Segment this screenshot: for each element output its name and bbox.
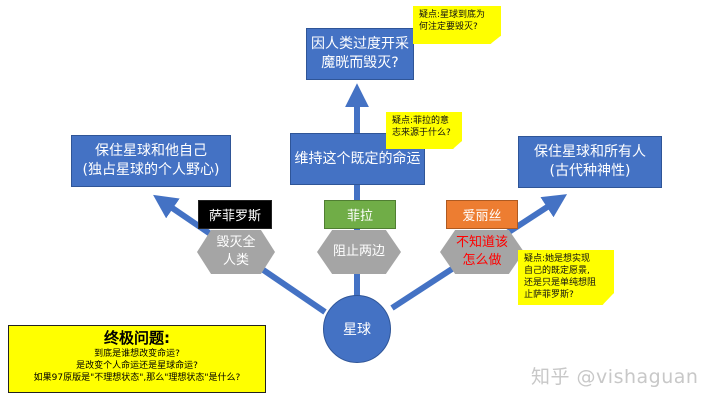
node-top: 因人类过度开采 魔晄而毁灭? [306,28,414,80]
final-question-box: 终极问题: 到底是谁想改变命运? 是改变个人命运还是星球命运? 如果97原版是"… [8,325,266,393]
note-middle: 疑点:菲拉的意 志来源于什么? [386,112,462,149]
node-right: 保住星球和所有人 (古代种神性) [518,136,662,188]
planet-circle: 星球 [323,295,391,363]
tag-aerith: 爱丽丝 [446,200,518,229]
note-top: 疑点:星球到底为 何注定要毁灭? [413,6,501,44]
note-right: 疑点:她是想实现 自己的既定愿景, 还是只是单纯想阻 止萨菲罗斯? [518,250,614,305]
final-question-line: 是改变个人命运还是星球命运? [76,361,198,371]
tag-sephiroth: 萨菲罗斯 [198,200,272,229]
hex-sephiroth-action: 毁灭全 人类 [197,230,275,274]
final-question-line: 如果97原版是"不理想状态",那么"理想状态"是什么? [33,373,241,383]
final-question-title: 终极问题: [104,329,170,347]
hex-fate-action: 阻止两边 [317,230,401,274]
hex-aerith-action: 不知道该 怎么做 [440,230,524,274]
final-question-line: 到底是谁想改变命运? [94,349,180,359]
watermark: 知乎 @vishaguan [531,366,699,388]
node-left: 保住星球和他自己 (独占星球的个人野心) [71,135,231,187]
tag-fate: 菲拉 [324,200,396,229]
